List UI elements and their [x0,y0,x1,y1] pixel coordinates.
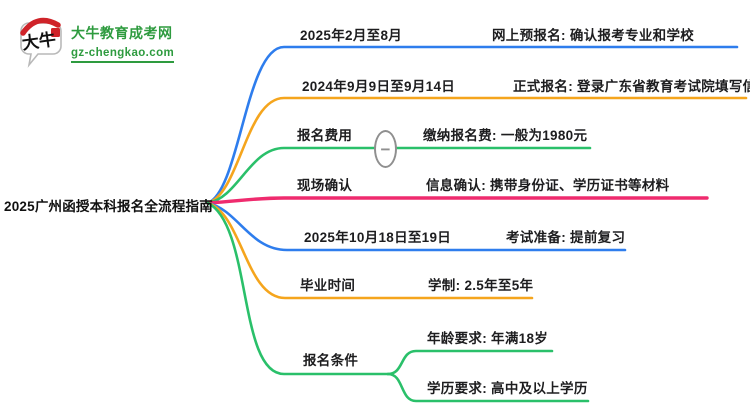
collapse-button[interactable]: − [374,130,397,168]
branch-2-child-label[interactable]: 正式报名: 登录广东省教育考试院填写信息 [513,79,750,94]
branch-line-7 [206,201,390,376]
minus-icon: − [380,139,391,159]
branch-line-7-child-1 [386,349,554,376]
branch-6-child-label[interactable]: 学制: 2.5年至5年 [428,278,534,293]
branch-line-1 [206,45,739,205]
branch-line-4 [206,196,709,205]
root-node[interactable]: 2025广州函授本科报名全流程指南 [4,199,213,214]
branch-7-label[interactable]: 报名条件 [303,353,359,368]
site-logo[interactable]: 大牛 大牛教育成考网 gz-chengkao.com [18,16,175,72]
branch-line-7-child-2 [386,372,590,403]
logo-text-block: 大牛教育成考网 gz-chengkao.com [71,16,175,63]
site-url[interactable]: gz-chengkao.com [71,47,175,63]
branch-5-label[interactable]: 2025年10月18日至19日 [304,230,452,245]
branch-7-child-1-label[interactable]: 年龄要求: 年满18岁 [427,331,549,346]
branch-1-child-label[interactable]: 网上预报名: 确认报考专业和学校 [492,28,695,43]
svg-text:大牛: 大牛 [21,29,57,54]
branch-5-child-label[interactable]: 考试准备: 提前复习 [506,230,626,245]
branch-2-label[interactable]: 2024年9月9日至9月14日 [302,79,456,94]
logo-bull-icon: 大牛 [20,17,62,68]
branch-line-3 [206,146,592,205]
branch-line-6 [206,201,534,300]
branch-1-label[interactable]: 2025年2月至8月 [300,28,403,43]
branch-4-label[interactable]: 现场确认 [297,178,353,193]
branch-4-child-label[interactable]: 信息确认: 携带身份证、学历证书等材料 [426,178,670,193]
branch-3-label[interactable]: 报名费用 [297,128,353,143]
branch-line-5 [206,201,627,252]
branch-7-child-2-label[interactable]: 学历要求: 高中及以上学历 [427,381,588,396]
branch-6-label[interactable]: 毕业时间 [300,278,356,293]
branch-line-2 [206,96,748,205]
site-name: 大牛教育成考网 [71,25,173,41]
branch-3-child-label[interactable]: 缴纳报名费: 一般为1980元 [423,128,588,143]
